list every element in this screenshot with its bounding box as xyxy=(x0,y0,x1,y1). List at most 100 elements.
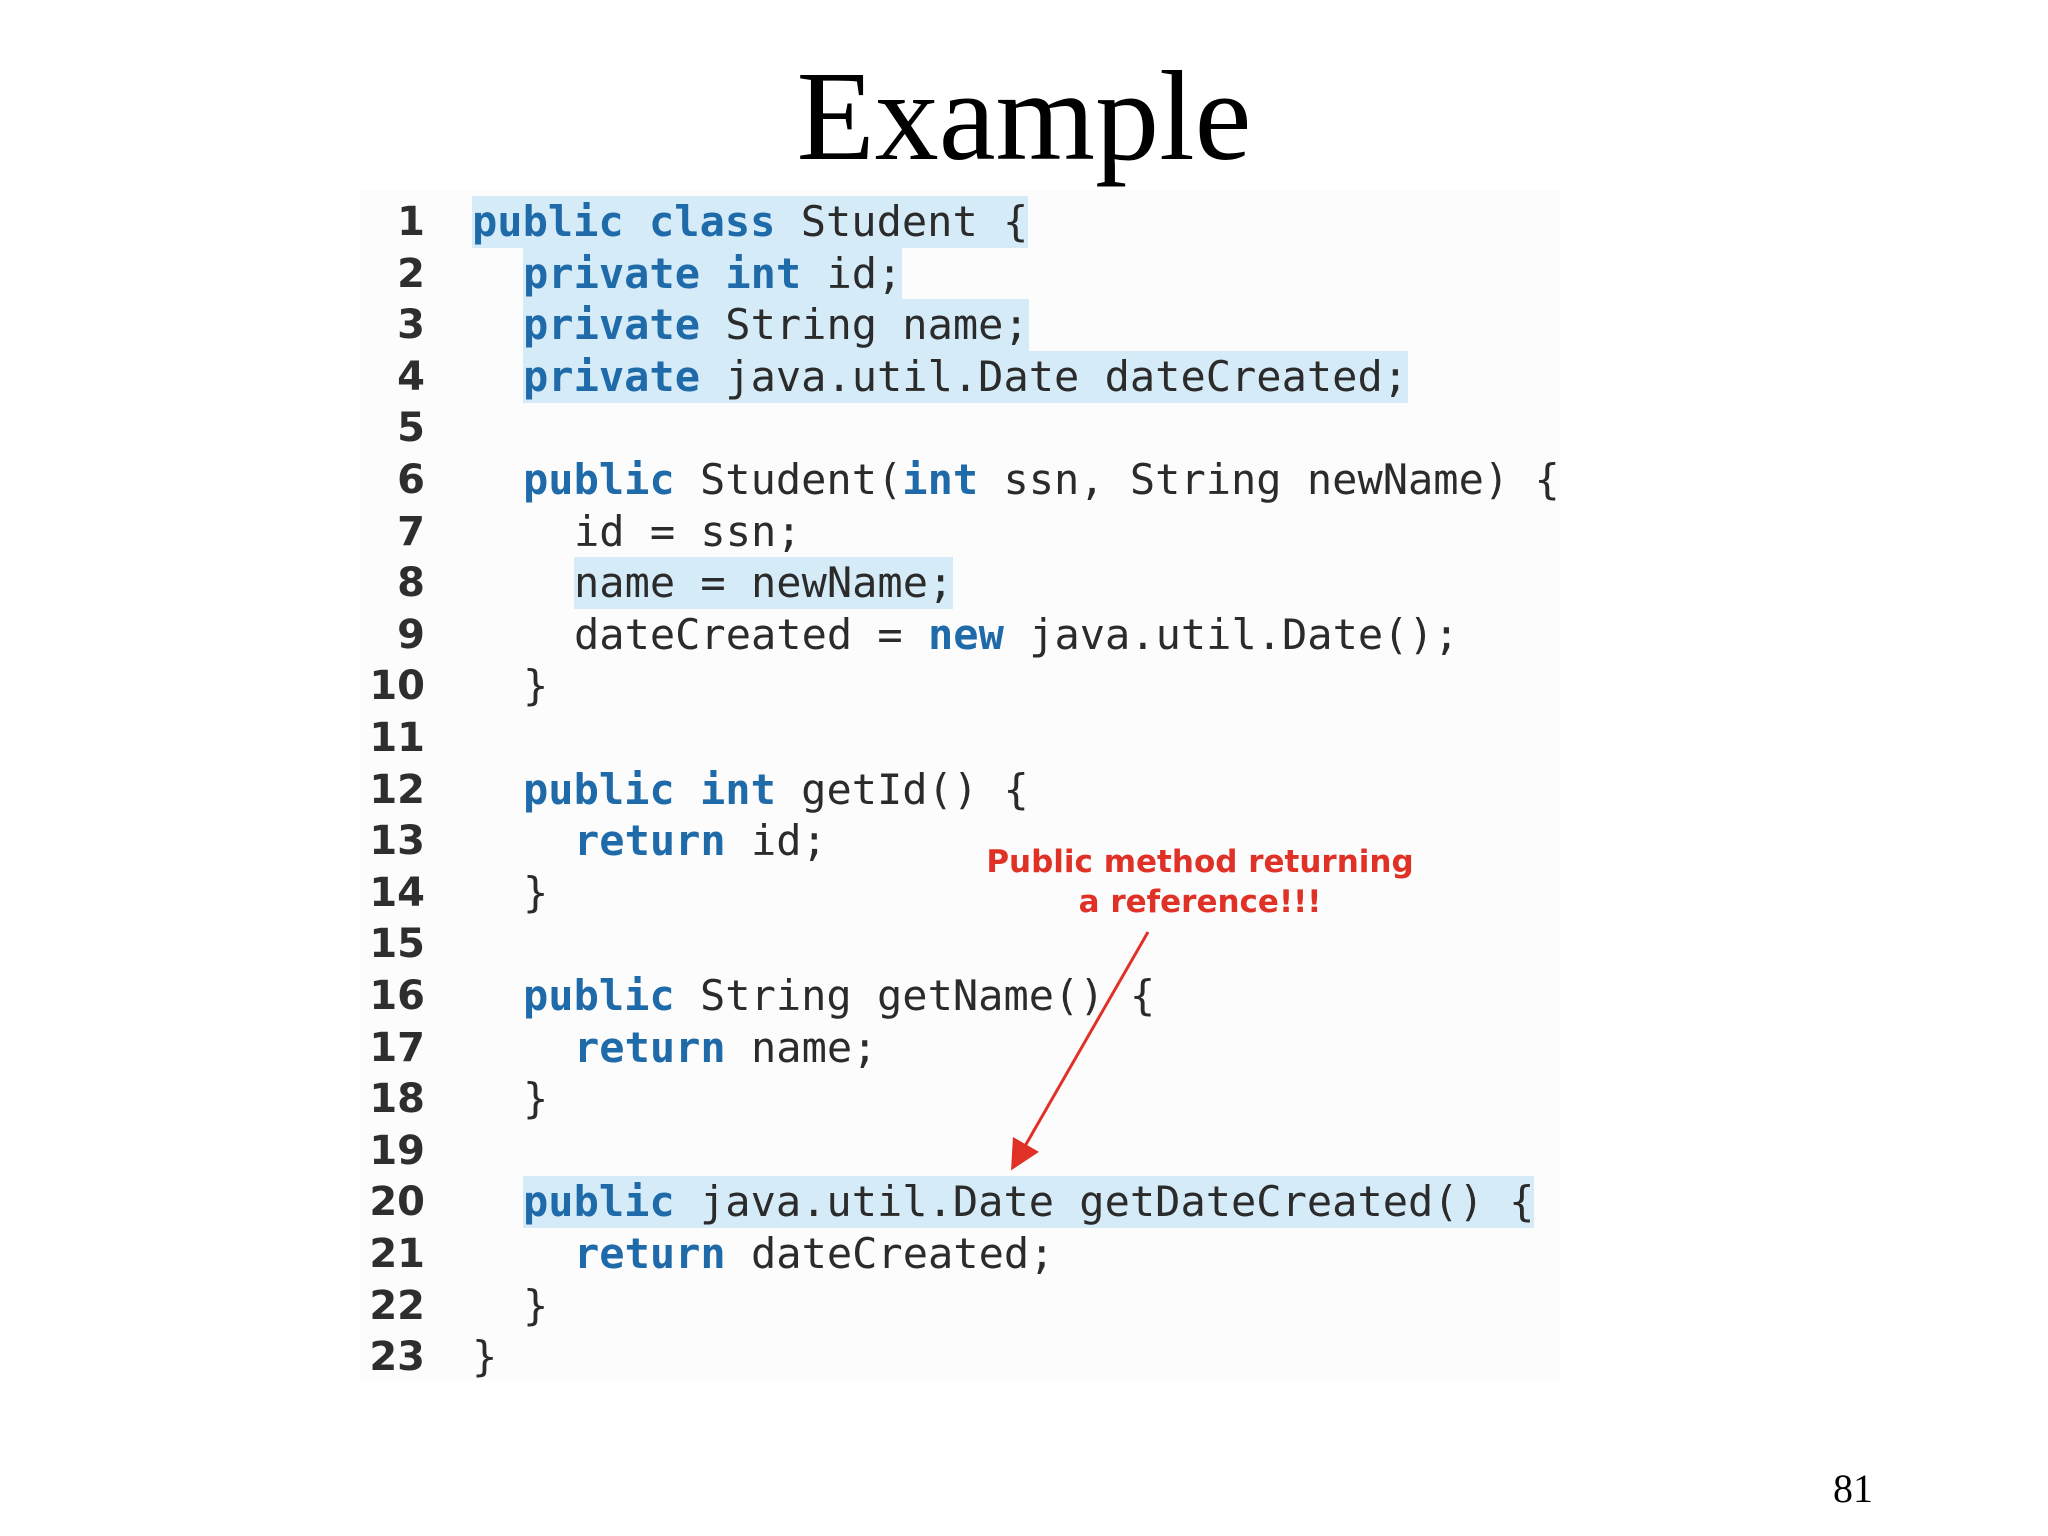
code-line: } xyxy=(0,1073,1700,1125)
code-token: } xyxy=(472,1332,498,1381)
code-line-text: public int getId() { xyxy=(523,764,1029,816)
code-token: dateCreated; xyxy=(725,1229,1055,1278)
code-line-text: private java.util.Date dateCreated; xyxy=(523,351,1409,403)
code-token xyxy=(675,765,700,814)
line-number: 15 xyxy=(369,921,425,967)
code-token: ssn, String newName) { xyxy=(978,455,1560,504)
code-token: getId() { xyxy=(775,765,1029,814)
code-token: dateCreated = xyxy=(574,610,929,659)
code-line: } xyxy=(0,867,1700,919)
line-number: 3 xyxy=(397,302,425,348)
line-number: 13 xyxy=(369,818,425,864)
code-keyword: int xyxy=(700,765,776,814)
code-token: name; xyxy=(725,1023,878,1072)
code-token: java.util.Date dateCreated; xyxy=(700,352,1409,401)
code-line-text: } xyxy=(523,660,548,712)
code-line-text: dateCreated = new java.util.Date(); xyxy=(574,609,1459,661)
code-line: return name; xyxy=(0,1022,1700,1074)
code-token: Student( xyxy=(674,455,903,504)
code-line: public int getId() { xyxy=(0,764,1700,816)
code-token: id = ssn; xyxy=(574,507,802,556)
code-token: String getName() { xyxy=(674,971,1156,1020)
code-token xyxy=(624,197,649,246)
code-keyword: return xyxy=(574,1023,726,1072)
line-number: 6 xyxy=(397,457,425,503)
code-keyword: public xyxy=(523,455,675,504)
code-line: } xyxy=(0,1331,1700,1383)
code-line-text: private String name; xyxy=(523,299,1029,351)
code-line-text: public String getName() { xyxy=(523,970,1155,1022)
line-number: 4 xyxy=(397,354,425,400)
code-line: public String getName() { xyxy=(0,970,1700,1022)
code-token xyxy=(700,249,725,298)
code-line: return id; xyxy=(0,815,1700,867)
code-token: } xyxy=(523,868,549,917)
slide-title: Example xyxy=(796,45,1252,187)
line-number: 11 xyxy=(369,715,425,761)
line-number: 21 xyxy=(369,1231,425,1277)
code-keyword: int xyxy=(902,455,979,504)
line-number: 18 xyxy=(369,1076,425,1122)
code-line-text: public java.util.Date getDateCreated() { xyxy=(523,1176,1535,1228)
code-line-text: return name; xyxy=(574,1022,877,1074)
code-token: } xyxy=(523,661,549,710)
code-line-text: } xyxy=(523,867,548,919)
line-number: 7 xyxy=(397,509,425,555)
code-token: } xyxy=(523,1281,549,1330)
code-keyword: public xyxy=(523,1177,675,1226)
line-number: 9 xyxy=(397,612,425,658)
code-token: java.util.Date getDateCreated() { xyxy=(674,1177,1535,1226)
code-token: java.util.Date(); xyxy=(1003,610,1460,659)
code-line-text: return id; xyxy=(574,815,827,867)
page-number: 81 xyxy=(1833,1466,1873,1511)
code-keyword: private xyxy=(523,352,701,401)
line-number: 20 xyxy=(369,1179,425,1225)
code-line: } xyxy=(0,1280,1700,1332)
annotation-line-2: a reference!!! xyxy=(1078,884,1322,920)
code-line: private java.util.Date dateCreated; xyxy=(0,351,1700,403)
line-number: 1 xyxy=(397,199,425,245)
code-line-text: public class Student { xyxy=(472,196,1029,248)
code-token: name = newName; xyxy=(574,558,954,607)
code-line: } xyxy=(0,660,1700,712)
code-keyword: class xyxy=(649,197,776,246)
code-line: id = ssn; xyxy=(0,506,1700,558)
annotation-callout: Public method returning a reference!!! xyxy=(960,842,1440,922)
code-line: return dateCreated; xyxy=(0,1228,1700,1280)
line-number: 5 xyxy=(397,405,425,451)
line-number: 23 xyxy=(369,1334,425,1380)
code-keyword: public xyxy=(472,197,624,246)
code-keyword: new xyxy=(928,610,1004,659)
code-line-text: } xyxy=(523,1073,548,1125)
line-number: 8 xyxy=(397,560,425,606)
code-line: public class Student { xyxy=(0,196,1700,248)
code-line: name = newName; xyxy=(0,557,1700,609)
code-line-text: public Student(int ssn, String newName) … xyxy=(523,454,1560,506)
line-number: 17 xyxy=(369,1025,425,1071)
line-number: 16 xyxy=(369,973,425,1019)
code-line-text: id = ssn; xyxy=(574,506,802,558)
code-keyword: public xyxy=(523,765,675,814)
code-token: String name; xyxy=(700,300,1029,349)
code-line: private int id; xyxy=(0,248,1700,300)
code-line-text: name = newName; xyxy=(574,557,954,609)
line-number: 10 xyxy=(369,663,425,709)
code-line: public Student(int ssn, String newName) … xyxy=(0,454,1700,506)
code-line: public java.util.Date getDateCreated() { xyxy=(0,1176,1700,1228)
line-number: 22 xyxy=(369,1283,425,1329)
code-keyword: return xyxy=(574,1229,726,1278)
code-token: id; xyxy=(801,249,903,298)
code-line-text: } xyxy=(523,1280,548,1332)
line-number: 14 xyxy=(369,870,425,916)
code-line: private String name; xyxy=(0,299,1700,351)
line-number: 2 xyxy=(397,251,425,297)
line-number: 12 xyxy=(369,767,425,813)
code-token: id; xyxy=(725,816,827,865)
code-token: Student { xyxy=(775,197,1029,246)
code-token: } xyxy=(523,1074,549,1123)
code-keyword: private xyxy=(523,249,701,298)
code-keyword: private xyxy=(523,300,701,349)
code-keyword: return xyxy=(574,816,726,865)
code-line-text: return dateCreated; xyxy=(574,1228,1054,1280)
code-line-text: private int id; xyxy=(523,248,903,300)
